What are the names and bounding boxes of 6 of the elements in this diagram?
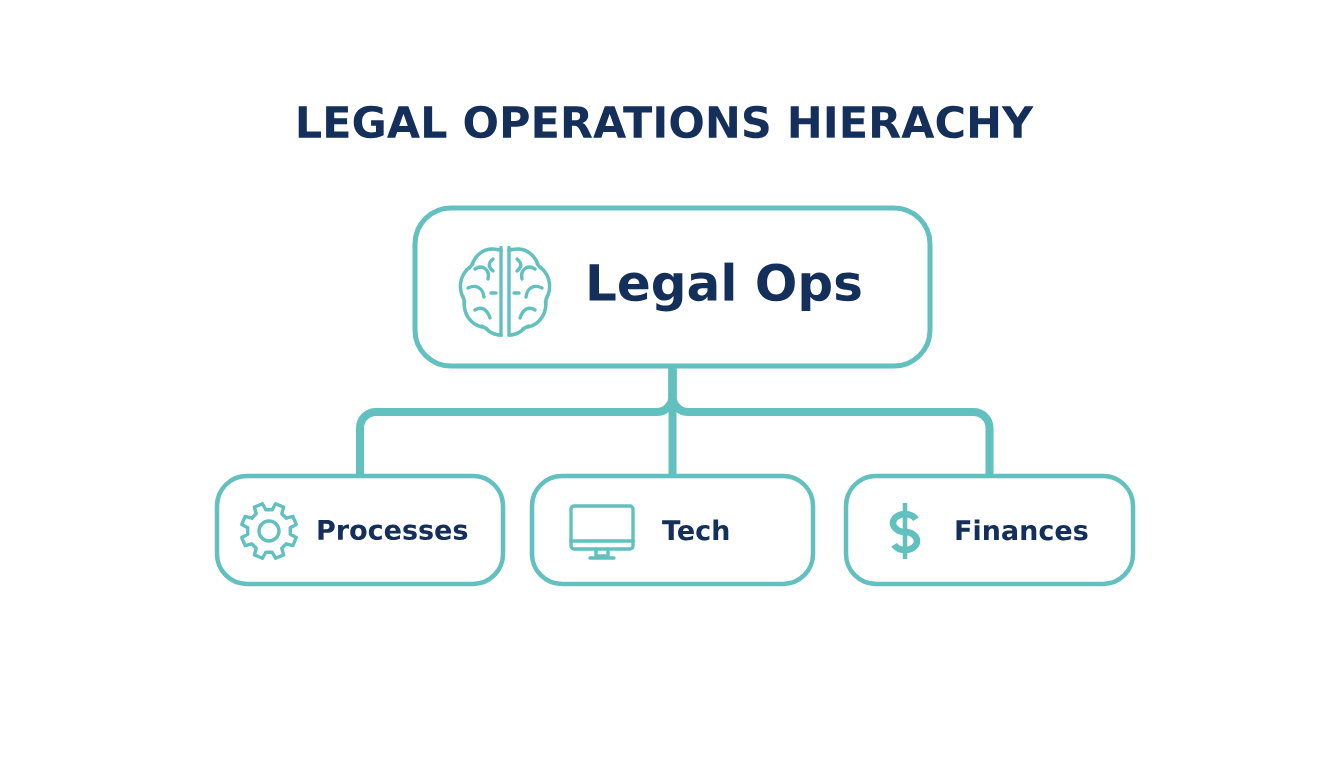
connector [668, 364, 994, 478]
rounded-box: Finances [843, 473, 1136, 587]
rounded-box: Legal Ops [412, 205, 933, 369]
rounded-box: Tech [529, 473, 816, 587]
rounded-box: Processes [214, 473, 506, 587]
title: LEGAL OPERATIONS HIERACHY [298, 105, 1034, 139]
